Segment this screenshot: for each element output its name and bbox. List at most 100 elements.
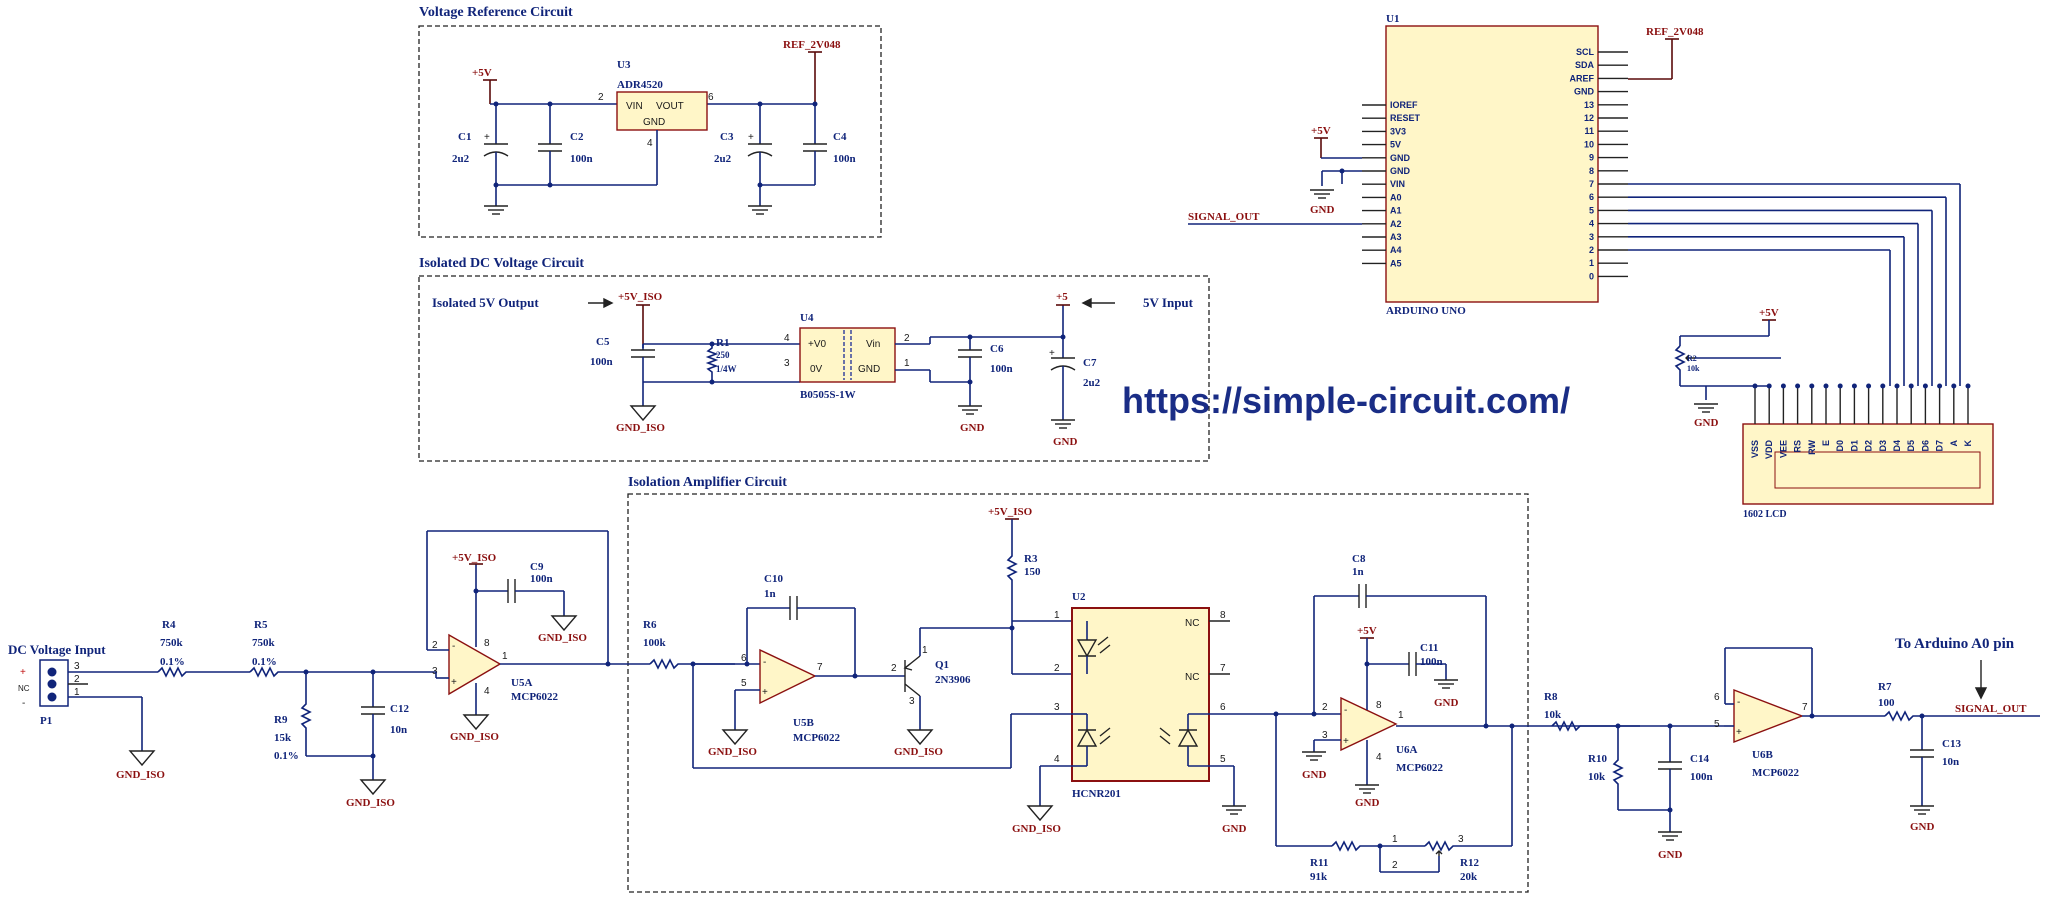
svg-text:4: 4 — [484, 686, 490, 697]
u1-pin-gnd: GND — [1574, 87, 1595, 97]
svg-text:GND: GND — [643, 117, 665, 128]
r1-ref: R1 — [716, 337, 729, 349]
u2-gndiso: GND_ISO — [1012, 823, 1061, 835]
u2-gnd: GND — [1222, 823, 1247, 835]
r7-val: 100 — [1878, 697, 1895, 709]
u4-ref: U4 — [800, 312, 814, 324]
u1-pin-reset: RESET — [1390, 113, 1421, 123]
r1-power: 1/4W — [716, 364, 737, 374]
c7-val: 2u2 — [1083, 377, 1101, 389]
u3-chip — [616, 91, 708, 131]
isoamp-box — [627, 493, 1529, 893]
q1-gndiso: GND_ISO — [894, 746, 943, 758]
u1-pin-10: 10 — [1584, 139, 1594, 149]
u1-pin-13: 13 — [1584, 100, 1594, 110]
r4-ref: R4 — [162, 619, 176, 631]
svg-text:7: 7 — [1802, 702, 1808, 713]
u1-ref: U1 — [1386, 13, 1399, 25]
c6-ref: C6 — [990, 343, 1004, 355]
svg-text:VOUT: VOUT — [656, 101, 684, 112]
isodc-circuit: Isolated 5V Output +5V_ISO C5 100n GND_I… — [432, 291, 1194, 448]
u6a-5v: +5V — [1357, 625, 1377, 637]
q1-part: 2N3906 — [935, 674, 971, 686]
c11-ref: C11 — [1420, 642, 1438, 654]
r7-ref: R7 — [1878, 681, 1892, 693]
u6a-part: MCP6022 — [1396, 762, 1444, 774]
svg-text:1: 1 — [502, 651, 508, 662]
ard-ref-net: REF_2V048 — [1646, 26, 1704, 38]
c5-val: 100n — [590, 356, 613, 368]
c1-val: 2u2 — [452, 153, 470, 165]
svg-text:1: 1 — [904, 358, 910, 369]
u1-pin-aref: AREF — [1570, 73, 1595, 83]
u1-pin-a5: A5 — [1390, 258, 1402, 268]
svg-text:2: 2 — [74, 674, 80, 685]
svg-text:NC: NC — [18, 684, 30, 693]
vref-circuit: +5V REF_2V048 VIN VOUT GND U3 ADR4520 2 … — [452, 39, 856, 215]
r4-val: 750k — [160, 637, 184, 649]
c9-ref: C9 — [530, 561, 544, 573]
svg-text:2: 2 — [432, 640, 438, 651]
u1-pin-a1: A1 — [1390, 206, 1402, 216]
isoamp-title: Isolation Amplifier Circuit — [628, 475, 787, 490]
svg-text:6: 6 — [708, 92, 714, 103]
c10-ref: C10 — [764, 573, 783, 585]
vref-ref-net: REF_2V048 — [783, 39, 841, 51]
c7-ref: C7 — [1083, 357, 1097, 369]
c6-val: 100n — [990, 363, 1013, 375]
svg-text:+: + — [748, 132, 754, 143]
u1-pin-12: 12 — [1584, 113, 1594, 123]
dc-in-label: DC Voltage Input — [8, 642, 106, 657]
vref-title: Voltage Reference Circuit — [419, 5, 573, 20]
svg-text:VIN: VIN — [626, 101, 643, 112]
u1-pin-0: 0 — [1589, 271, 1594, 281]
svg-text:2: 2 — [1392, 860, 1398, 871]
svg-text:+: + — [1343, 736, 1349, 747]
u3-ref: U3 — [617, 59, 631, 71]
isodc-title: Isolated DC Voltage Circuit — [419, 256, 584, 271]
r12-val: 20k — [1460, 871, 1478, 883]
lcd-part: 1602 LCD — [1743, 509, 1787, 520]
u1-pin-5: 5 — [1589, 205, 1594, 215]
isoamp-stage: R6 100k C10 1n - + 6 5 7 GND_ISO U5B MCP… — [643, 506, 1594, 883]
u5a-ref: U5A — [511, 677, 532, 689]
u6a-opamp — [1340, 696, 1398, 752]
ard-sig-net: SIGNAL_OUT — [1188, 211, 1260, 223]
r3-ref: R3 — [1024, 553, 1038, 565]
svg-text:6: 6 — [1714, 692, 1720, 703]
r5-tol: 0.1% — [252, 656, 277, 668]
r3-5viso: +5V_ISO — [988, 506, 1033, 518]
isodc-box — [418, 275, 1210, 462]
site-url[interactable]: https://simple-circuit.com/ — [1122, 380, 1570, 421]
u4-chip — [799, 327, 896, 383]
vref-box — [418, 25, 882, 238]
r8-val: 10k — [1544, 709, 1562, 721]
u2-part: HCNR201 — [1072, 788, 1121, 800]
lcd-pin-vss: VSS — [1750, 440, 1760, 458]
lcd-pin-a: A — [1949, 440, 1959, 447]
lcd-5v-net: +5V — [1759, 307, 1779, 319]
u1-pin-sda: SDA — [1575, 60, 1595, 70]
svg-text:0V: 0V — [810, 364, 823, 375]
lcd-pin-d5: D5 — [1906, 440, 1916, 452]
lcd-pin-d4: D4 — [1892, 440, 1902, 452]
c10-val: 1n — [764, 588, 776, 600]
input-stage: DC Voltage Input + NC - P1 3 2 1 GND_ISO… — [8, 619, 436, 809]
svg-text:NC: NC — [1185, 672, 1199, 683]
u6a-gnd-2: GND — [1355, 797, 1380, 809]
r2-ref: R2 — [1687, 354, 1697, 363]
svg-text:+: + — [484, 132, 490, 143]
u1-pin-vin: VIN — [1390, 179, 1405, 189]
c13-ref: C13 — [1942, 738, 1961, 750]
svg-text:3: 3 — [74, 661, 80, 672]
u6a-gnd: GND — [1302, 769, 1327, 781]
svg-text:+: + — [762, 687, 768, 698]
svg-text:1: 1 — [1398, 710, 1404, 721]
svg-text:4: 4 — [1054, 754, 1060, 765]
lcd-body — [1742, 423, 1994, 505]
svg-text:1: 1 — [1392, 834, 1398, 845]
c14-val: 100n — [1690, 771, 1713, 783]
svg-text:1: 1 — [922, 645, 928, 656]
u5a-stage: - + 2 3 1 8 4 +5V_ISO GND_ISO C9 100n GN… — [426, 530, 650, 743]
